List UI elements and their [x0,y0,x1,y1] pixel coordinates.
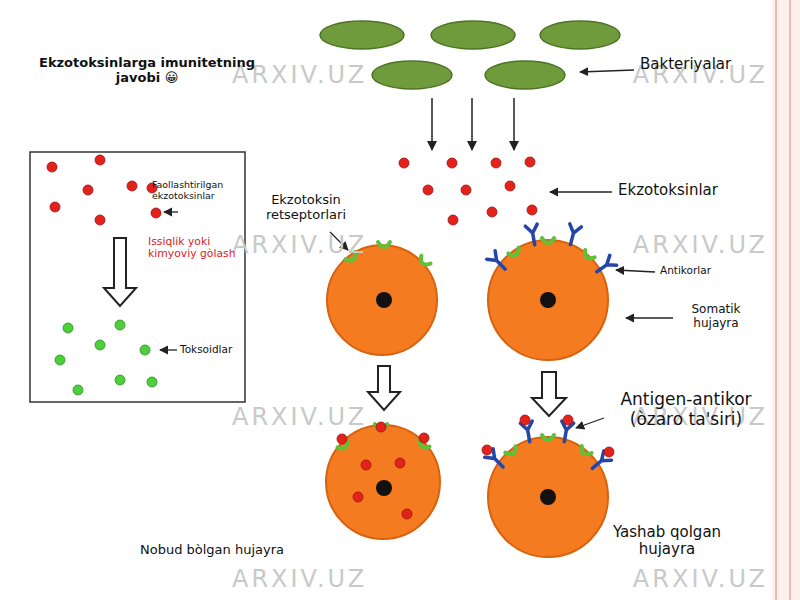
interaction-label: Antigen-antikor (òzaro ta'siri) [606,390,766,429]
watermark: ARXIV.UZ [232,232,367,260]
surviving-cell: Yashab qolgan hujayra [488,437,608,557]
cell-label: Somatik hujayra [676,303,756,331]
watermark: ARXIV.UZ [633,566,768,594]
antibody-label: Antikorlar [660,264,711,276]
panel-label: Toksoidlar [180,343,242,355]
watermark: ARXIV.UZ [232,404,367,432]
toxoid-panel: Faollashtirilgan ekzotoksinlarIssiqlik y… [30,152,245,402]
process-note: Issiqlik yoki kimyoviy gòlash [148,236,244,261]
cell-caption: Nobud bòlgan hujayra [140,543,284,558]
watermark: ARXIV.UZ [232,566,367,594]
receptor-label: Ekzotoksin retseptorlari [256,193,356,223]
watermark: ARXIV.UZ [633,232,768,260]
bacteria-label: Bakteriyalar [640,56,731,73]
panel-label: Faollashtirilgan ekzotoksinlar [152,180,244,202]
cell-caption: Yashab qolgan hujayra [612,524,722,559]
dead-cell: Nobud bòlgan hujayra [326,425,440,539]
exotoxin-label: Ekzotoksinlar [618,182,718,199]
diagram-title: Ekzotoksinlarga imunitetning javobi 😀 [22,56,272,86]
